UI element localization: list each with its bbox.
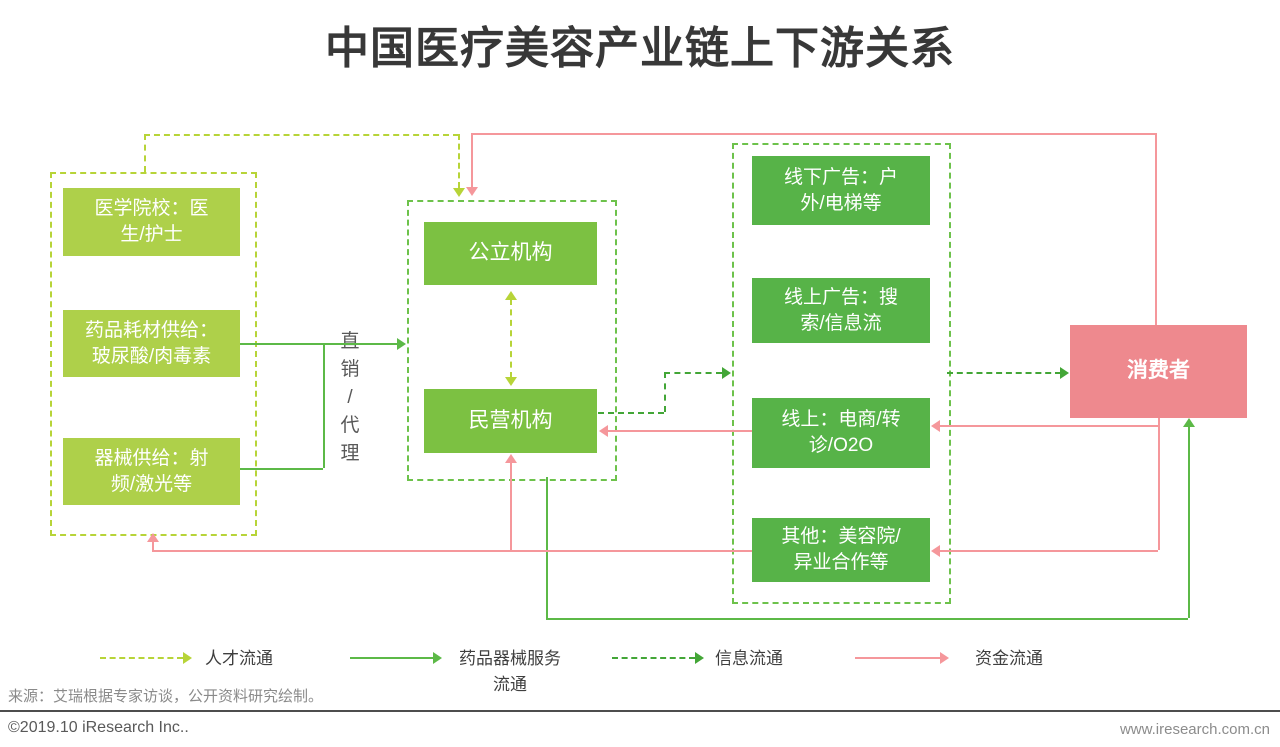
service-flow-line xyxy=(1188,426,1190,618)
node-online-ads: 线上广告：搜 索/信息流 xyxy=(752,278,930,343)
node-consumer: 消费者 xyxy=(1070,325,1247,418)
fund-flow-arrowhead xyxy=(931,420,940,432)
service-flow-line xyxy=(240,468,323,470)
fund-flow-line xyxy=(940,425,1158,427)
legend-service-arrowhead xyxy=(433,652,442,664)
legend-service-arrow xyxy=(350,657,433,659)
info-flow-arrowhead xyxy=(722,367,731,379)
copyright-text: ©2019.10 iResearch Inc.. xyxy=(8,719,189,736)
fund-flow-line xyxy=(152,541,154,551)
fund-flow-line xyxy=(471,133,1155,135)
talent-flow-line xyxy=(144,134,459,136)
page-title: 中国医疗美容产业链上下游关系 xyxy=(325,24,955,73)
fund-flow-line xyxy=(940,550,1158,552)
legend-talent-label: 人才流通 xyxy=(205,649,273,668)
legend-talent-arrowhead xyxy=(183,652,192,664)
institutions-group-box xyxy=(407,200,617,481)
footer-divider xyxy=(0,710,1280,712)
service-flow-arrowhead xyxy=(1183,418,1195,427)
fund-flow-line xyxy=(1158,418,1160,550)
legend-info-arrowhead xyxy=(695,652,704,664)
fund-flow-line xyxy=(471,133,473,187)
info-flow-line xyxy=(598,412,664,414)
source-note: 来源：艾瑞根据专家访谈，公开资料研究绘制。 xyxy=(8,688,324,705)
node-offline-ads: 线下广告：户 外/电梯等 xyxy=(752,156,930,225)
fund-flow-line xyxy=(152,550,752,552)
node-pharma-supply: 药品耗材供给： 玻尿酸/肉毒素 xyxy=(63,310,240,377)
service-flow-line xyxy=(240,343,323,345)
legend-talent-arrow xyxy=(100,657,183,659)
fund-flow-arrowhead xyxy=(466,187,478,196)
node-others: 其他：美容院/ 异业合作等 xyxy=(752,518,930,582)
talent-flow-arrowhead xyxy=(505,377,517,386)
legend-fund-arrow xyxy=(855,657,940,659)
service-flow-line xyxy=(323,343,398,345)
fund-flow-arrowhead xyxy=(505,454,517,463)
info-flow-line xyxy=(947,372,1061,374)
info-flow-line xyxy=(664,372,722,374)
info-flow-arrowhead xyxy=(1060,367,1069,379)
talent-flow-line xyxy=(144,134,146,172)
node-device-supply: 器械供给：射 频/激光等 xyxy=(63,438,240,505)
info-flow-line xyxy=(664,372,666,412)
service-flow-line xyxy=(323,343,325,468)
legend-info-label: 信息流通 xyxy=(715,649,783,668)
node-public-institution: 公立机构 xyxy=(424,222,597,285)
fund-flow-arrowhead xyxy=(147,533,159,542)
talent-flow-arrowhead xyxy=(453,188,465,197)
service-flow-arrowhead xyxy=(397,338,406,350)
legend-fund-arrowhead xyxy=(940,652,949,664)
channel-label: 直 销 / 代 理 xyxy=(340,331,360,464)
fund-flow-line xyxy=(1155,133,1157,325)
node-medical-school: 医学院校：医 生/护士 xyxy=(63,188,240,256)
talent-flow-line xyxy=(510,299,512,378)
service-flow-line xyxy=(546,618,1188,620)
talent-flow-line xyxy=(458,134,460,188)
legend-service-label: 药品器械服务 流通 xyxy=(459,649,561,694)
fund-flow-line xyxy=(510,462,512,551)
node-private-institution: 民营机构 xyxy=(424,389,597,453)
website-link: www.iresearch.com.cn xyxy=(1119,721,1270,738)
node-online-platform: 线上：电商/转 诊/O2O xyxy=(752,398,930,468)
fund-flow-line xyxy=(607,430,752,432)
fund-flow-arrowhead xyxy=(931,545,940,557)
service-flow-line xyxy=(546,477,548,618)
legend-fund-label: 资金流通 xyxy=(975,649,1043,668)
legend-info-arrow xyxy=(612,657,695,659)
talent-flow-arrowhead xyxy=(505,291,517,300)
fund-flow-arrowhead xyxy=(599,425,608,437)
